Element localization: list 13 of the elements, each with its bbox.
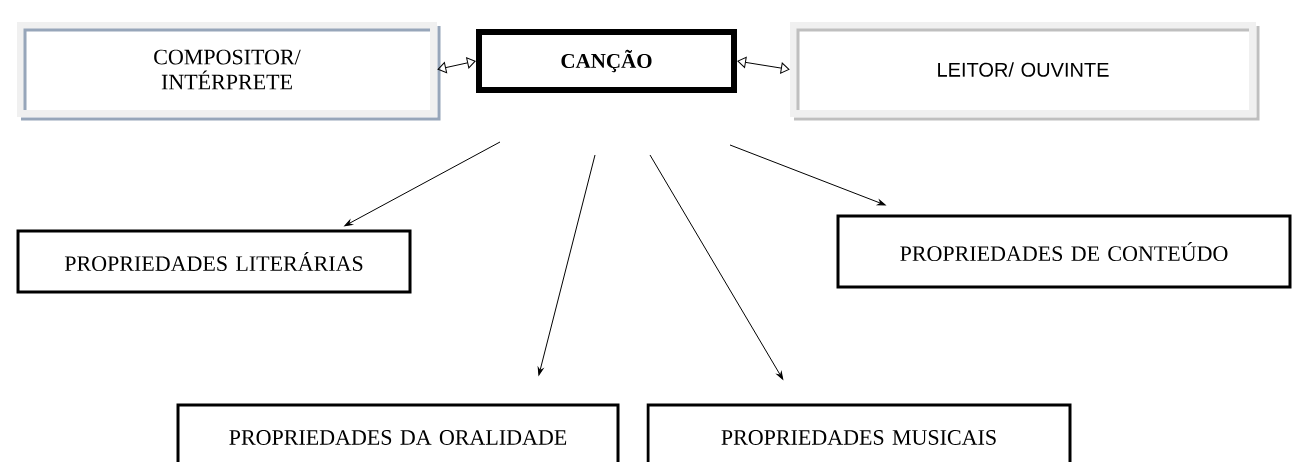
arrow: [649, 154, 784, 380]
arrow: [537, 154, 596, 376]
property-box: PROPRIEDADES DE CONTEÚDO: [836, 214, 1292, 289]
participant-box: COMPOSITOR/ INTÉRPRETE: [17, 22, 441, 121]
double-arrow: [737, 56, 790, 74]
property-box: PROPRIEDADES LITERÁRIAS: [16, 229, 412, 294]
double-arrow: [437, 57, 476, 74]
property-box: PROPRIEDADES DA ORALIDADE: [176, 403, 620, 462]
arrow: [344, 141, 501, 227]
central-box: CANÇÃO: [476, 29, 737, 93]
arrow: [729, 144, 886, 206]
participant-box: LEITOR/ OUVINTE: [790, 22, 1260, 121]
property-box: PROPRIEDADES MUSICAIS: [646, 403, 1072, 462]
